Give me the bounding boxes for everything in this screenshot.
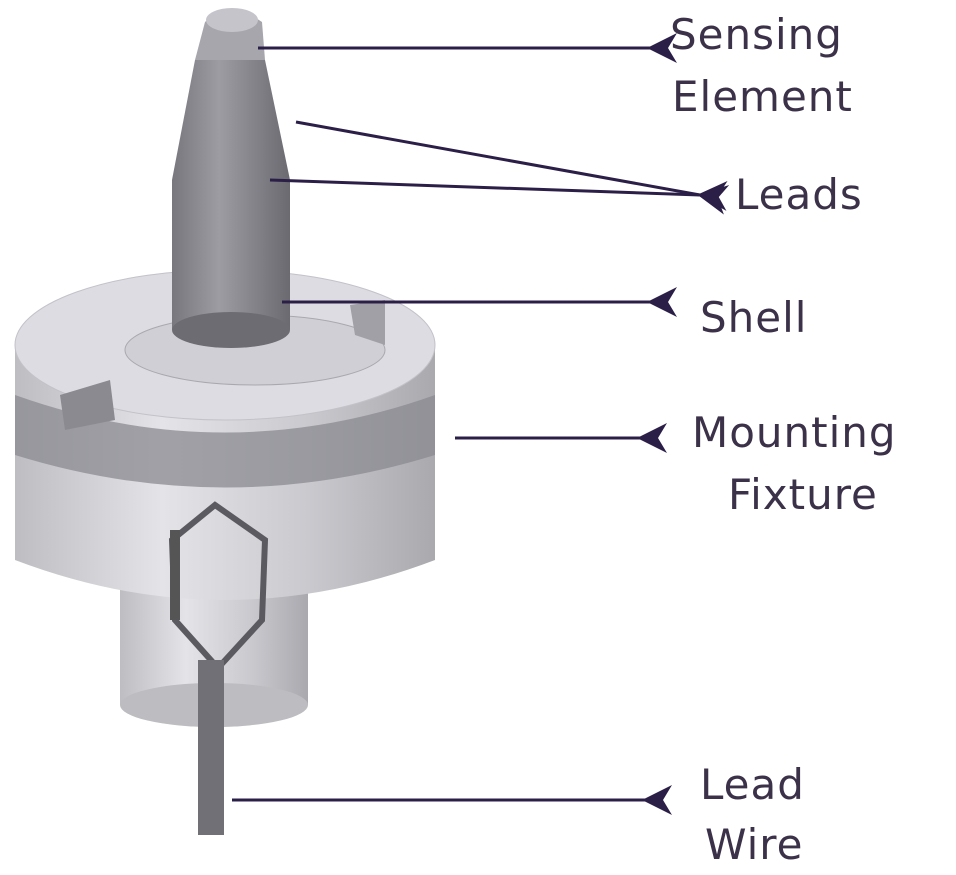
label-sensing-element-line2: Element [672, 72, 853, 121]
label-mounting-fixture-line2: Fixture [728, 470, 878, 519]
label-sensing-element-line1: Sensing [670, 10, 843, 59]
mounting-fixture [14, 269, 436, 600]
label-mounting-fixture-line1: Mounting [692, 408, 897, 457]
label-lead-wire-line2: Wire [705, 820, 804, 869]
lead-wire [198, 660, 224, 835]
leader-arrows [232, 32, 730, 815]
label-shell: Shell [700, 293, 808, 342]
label-leads: Leads [735, 170, 863, 219]
probe-shell [172, 8, 290, 348]
arrow-leads-upper [295, 120, 730, 215]
arrow-leads-lower [269, 178, 728, 211]
label-lead-wire-line1: Lead [700, 760, 805, 809]
